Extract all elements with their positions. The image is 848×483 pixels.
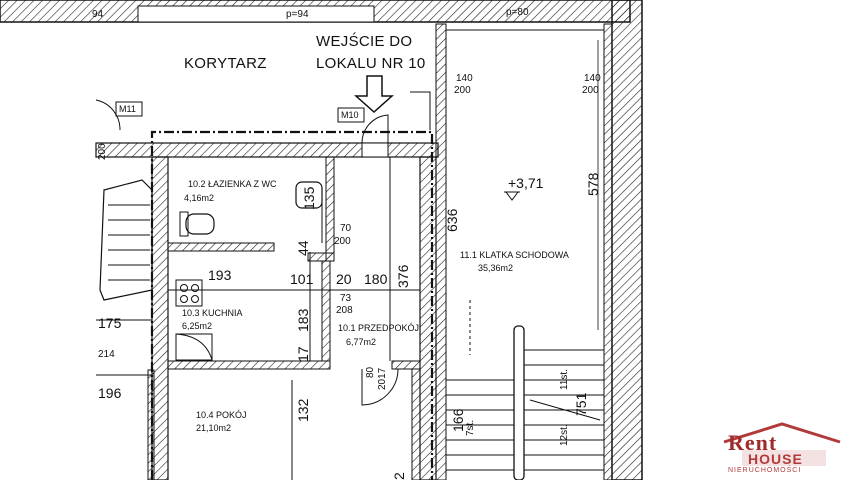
level-marker xyxy=(505,191,519,201)
marker-m10: M10 xyxy=(341,110,359,120)
dim-70: 70 xyxy=(340,223,352,234)
dim-140b: 140 xyxy=(584,73,601,84)
dim-101: 101 xyxy=(290,271,314,287)
dim-376: 376 xyxy=(395,264,411,288)
dim-2: 2 xyxy=(391,472,407,480)
entry-door-gap xyxy=(361,142,389,158)
kitchen-area: 6,25m2 xyxy=(182,321,213,331)
dim-180: 180 xyxy=(364,271,388,287)
dim-751: 751 xyxy=(573,392,589,416)
kitchen-right-wall xyxy=(321,260,331,362)
dim-135: 135 xyxy=(301,186,317,210)
bath-bottom-wall xyxy=(167,242,275,252)
logo-tag: NIERUCHOMOŚCI xyxy=(728,467,802,474)
hall-name: 10.1 PRZEDPOKÓJ xyxy=(338,323,420,333)
top-wall-opening xyxy=(137,5,375,23)
bath-bottom-wall-2 xyxy=(307,252,335,262)
dim-17: 17 xyxy=(295,346,311,362)
dim-top-p94: p=94 xyxy=(286,9,309,20)
dim-140a: 140 xyxy=(456,73,473,84)
dim-214: 214 xyxy=(98,349,115,360)
dim-2017: 2017 xyxy=(377,367,388,390)
dim-636: 636 xyxy=(444,208,460,232)
stair-rail xyxy=(513,325,525,480)
stair-area: 35,36m2 xyxy=(478,263,514,273)
dim-top-p80: p=80 xyxy=(506,7,529,18)
room-area: 21,10m2 xyxy=(196,423,232,433)
dim-12st: 12st. xyxy=(559,424,570,446)
bath-area: 4,16m2 xyxy=(184,193,215,203)
room-wall xyxy=(411,368,421,480)
marker-m11: M11 xyxy=(119,104,136,114)
bath-right-wall xyxy=(325,156,335,262)
dim-top-94: 94 xyxy=(92,9,104,20)
left-wall-strip xyxy=(147,369,155,480)
stair-wall-left xyxy=(435,23,447,480)
stair-name: 11.1 KLATKA SCHODOWA xyxy=(460,250,569,260)
dim-193: 193 xyxy=(208,267,232,283)
toilet xyxy=(185,213,215,235)
right-outer-wall xyxy=(611,0,643,480)
dim-200b: 200 xyxy=(582,85,599,96)
dim-20: 20 xyxy=(336,271,352,287)
exterior-stair xyxy=(99,179,153,301)
unit-right-wall xyxy=(419,156,437,480)
dim-7st: 7st. xyxy=(465,419,476,436)
dim-166: 166 xyxy=(450,408,466,432)
unit-left-wall xyxy=(151,156,169,480)
hall-door-swing xyxy=(361,368,399,406)
bath-name: 10.2 ŁAZIENKA Z WC xyxy=(188,179,277,189)
room-name: 10.4 POKÓJ xyxy=(196,410,247,420)
dim-578: 578 xyxy=(585,172,601,196)
corridor-door-swing xyxy=(410,91,431,130)
dim-80: 80 xyxy=(365,366,376,378)
house-roof-icon xyxy=(723,422,841,466)
hall-bottom-wall xyxy=(391,360,421,370)
dim-200a: 200 xyxy=(454,85,471,96)
marker-m10-box xyxy=(337,107,365,123)
dim-175: 175 xyxy=(98,315,122,331)
unit-top-wall xyxy=(95,142,439,158)
corridor-label: KORYTARZ xyxy=(184,55,267,72)
kitchen-bottom-wall xyxy=(167,360,331,370)
kitchen-name: 10.3 KUCHNIA xyxy=(182,308,243,318)
stair-wall-right xyxy=(603,23,613,480)
marker-m11-box xyxy=(115,101,143,117)
dim-200c: 200 xyxy=(334,236,351,247)
washbasin xyxy=(295,181,323,209)
dim-132: 132 xyxy=(295,398,311,422)
rent-house-logo: Rent HOUSE NIERUCHOMOŚCI xyxy=(720,420,844,478)
dim-11st: 11st. xyxy=(559,369,570,390)
logo-brand: Rent xyxy=(728,430,778,455)
dim-196: 196 xyxy=(98,385,122,401)
entrance-arrow xyxy=(354,75,394,114)
logo-sub: HOUSE xyxy=(748,451,803,467)
entry-door-swing xyxy=(361,114,389,144)
dim-73: 73 xyxy=(340,293,352,304)
stair-level: +3,71 xyxy=(508,175,544,191)
dim-183: 183 xyxy=(295,308,311,332)
stove xyxy=(175,279,203,307)
dim-200d: 200 xyxy=(97,143,108,160)
dim-208: 208 xyxy=(336,305,353,316)
hall-area: 6,77m2 xyxy=(346,337,377,347)
dim-44: 44 xyxy=(295,240,311,256)
entrance-label-line1: WEJŚCIE DO xyxy=(316,33,413,50)
entrance-label-line2: LOKALU NR 10 xyxy=(316,55,426,72)
